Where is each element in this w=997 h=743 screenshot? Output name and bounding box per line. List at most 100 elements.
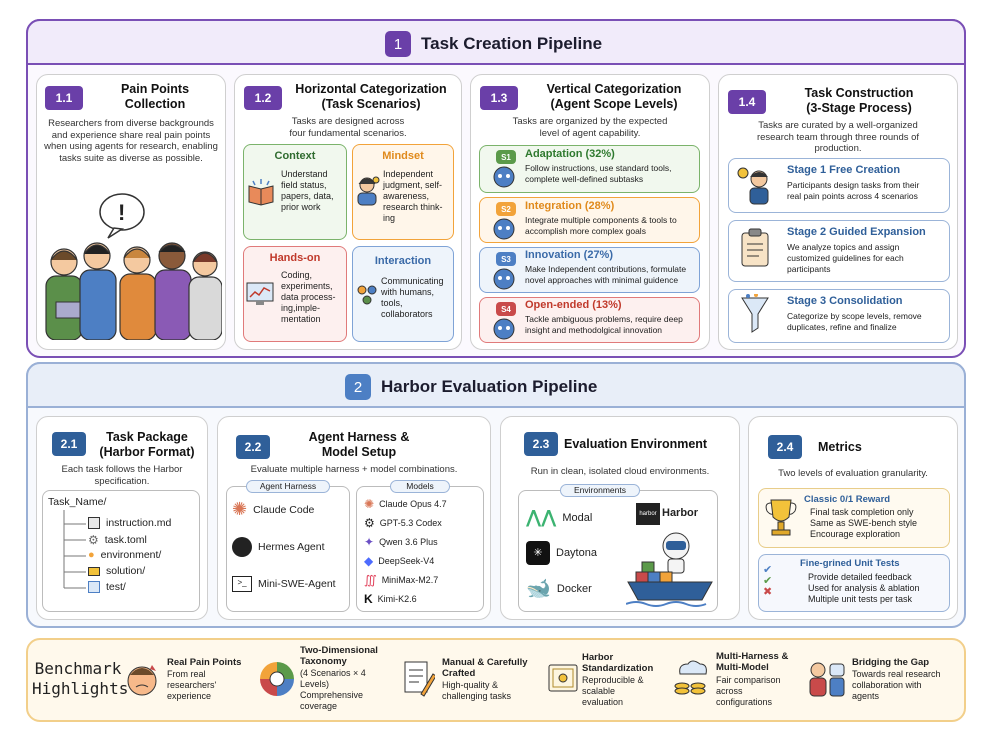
- cross-icon: ✖: [763, 586, 773, 598]
- card-number-badge: 2.3: [524, 432, 558, 456]
- level-description: Tackle ambiguous problems, require deep …: [525, 314, 683, 335]
- card-title: Task Package (Harbor Format): [99, 430, 195, 459]
- stage-description: Participants design tasks from their rea…: [787, 180, 920, 201]
- card-title: Pain Points Collection: [120, 82, 190, 111]
- book-icon: [248, 179, 274, 206]
- metric-classic-reward: [758, 488, 950, 548]
- robot-icon: [493, 166, 515, 188]
- minimax-logo-icon: ∭: [364, 573, 377, 587]
- claude-logo-icon: ✺: [232, 499, 248, 519]
- level-name: Innovation (27%): [525, 249, 614, 261]
- document-pen-icon: [404, 661, 435, 697]
- stage-name: Stage 2 Guided Expansion: [787, 226, 926, 238]
- trophy-icon: [765, 499, 797, 536]
- card-title: Vertical Categorization (Agent Scope Lev…: [546, 82, 682, 111]
- section-title: Task Creation Pipeline: [421, 34, 603, 53]
- file-tree-root: Task_Name/: [48, 496, 107, 508]
- highlight-description: From real researchers' experience: [167, 669, 217, 701]
- card-description: Tasks are designed across four fundament…: [289, 116, 407, 139]
- qwen-logo-icon: ✦: [364, 535, 375, 549]
- level-description: Follow instructions, use standard tools,…: [525, 163, 672, 184]
- level-tag: S4: [496, 302, 516, 316]
- task-creation-title: 1 Task Creation Pipeline: [385, 31, 602, 57]
- model-item: ✦Qwen 3.6 Plus: [364, 535, 438, 549]
- card-title: Task Construction (3-Stage Process): [804, 86, 914, 115]
- file-item: ⚙task.toml: [88, 533, 147, 547]
- stage-name: Stage 3 Consolidation: [787, 295, 903, 307]
- card-number-badge: 1.1: [45, 86, 83, 110]
- section-number-badge: 1: [385, 31, 411, 57]
- cloud-coins-icon: [674, 660, 707, 695]
- gear-icon: ⚙: [88, 533, 99, 547]
- metric-line: Final task completion only: [810, 507, 914, 517]
- card-description: Each task follows the Harbor specificati…: [61, 464, 183, 487]
- highlight-name: Bridging the Gap: [852, 657, 930, 668]
- environment-item: 🐋Docker: [526, 578, 592, 600]
- section-number-badge: 2: [345, 374, 371, 400]
- highlight-description: Fair comparison across configurations: [716, 675, 781, 707]
- claude-logo-icon: ✺: [364, 497, 375, 511]
- card-number-badge: 2.1: [52, 432, 86, 456]
- task-creation-header-bar: [26, 19, 966, 65]
- metric-line: Same as SWE-bench style: [810, 518, 918, 528]
- card-title: Horizontal Categorization (Task Scenario…: [295, 82, 447, 111]
- hermes-logo-icon: [232, 537, 252, 557]
- metric-line: Used for analysis & ablation: [808, 583, 920, 593]
- robot-icon: [493, 268, 515, 290]
- metric-line: Provide detailed feedback: [808, 572, 912, 582]
- highlight-description: Towards real research collaboration with…: [852, 669, 941, 701]
- card-description: Researchers from diverse backgrounds and…: [44, 118, 218, 164]
- card-number-badge: 1.4: [728, 90, 766, 114]
- idea-person-icon: [737, 167, 769, 205]
- scenario-name: Mindset: [382, 150, 424, 162]
- frustrated-face-icon: [127, 665, 157, 696]
- researchers-group-illustration: !: [45, 193, 222, 340]
- models-panel: [356, 486, 484, 612]
- models-panel-label: Models: [390, 480, 450, 493]
- highlight-name: Two-Dimensional Taxonomy: [300, 645, 378, 667]
- highlight-description: Reproducible & scalable evaluation: [582, 675, 644, 707]
- file-item: solution/: [88, 565, 145, 577]
- check-icon: ✔: [763, 564, 773, 576]
- robot-icon: [493, 218, 515, 240]
- highlight-name: Multi-Harness & Multi-Model: [716, 651, 789, 673]
- card-description: Tasks are organized by the expected leve…: [512, 116, 668, 139]
- level-description: Integrate multiple components & tools to…: [525, 215, 677, 236]
- level-tag: S1: [496, 150, 516, 164]
- kimi-logo-icon: K: [364, 592, 373, 606]
- docker-logo-icon: 🐋: [526, 578, 551, 600]
- card-number-badge: 2.4: [768, 435, 802, 459]
- card-title: Metrics: [818, 440, 862, 454]
- scenario-description: Coding, experiments, data process- ing,i…: [281, 270, 336, 324]
- taxonomy-wheel-icon: [260, 662, 294, 696]
- level-name: Open-ended (13%): [525, 299, 622, 311]
- highlights-title: Benchmark Highlights: [32, 659, 129, 698]
- clipboard-icon: [741, 228, 769, 267]
- modal-logo-icon: ⋀⋀: [526, 507, 557, 527]
- file-item: instruction.md: [88, 517, 171, 529]
- terminal-icon: >_: [232, 576, 252, 592]
- chart-screen-icon: [246, 282, 274, 305]
- document-icon: [88, 517, 100, 529]
- human-robot-icon: [809, 662, 845, 697]
- card-number-badge: 1.2: [244, 86, 282, 110]
- tree-connector-lines: [63, 510, 86, 589]
- highlight-name: Harbor Standardization: [582, 652, 654, 674]
- svg-text:!: !: [118, 200, 125, 225]
- harbor-logo: harbor: [636, 503, 660, 525]
- stage-name: Stage 1 Free Creation: [787, 164, 901, 176]
- card-title: Agent Harness & Model Setup: [308, 430, 410, 459]
- level-name: Adaptation (32%): [525, 148, 615, 160]
- card-description: Two levels of evaluation granularity.: [778, 468, 928, 479]
- model-item: ✺Claude Opus 4.7: [364, 497, 447, 511]
- harness-item: ✺Claude Code: [232, 499, 315, 519]
- harbor-label: Harbor: [662, 507, 699, 519]
- level-tag: S3: [496, 252, 516, 266]
- card-description: Evaluate multiple harness + model combin…: [250, 464, 458, 475]
- scenario-description: Understand field status, papers, data, p…: [281, 169, 334, 212]
- card-number-badge: 2.2: [236, 435, 270, 459]
- scenario-name: Interaction: [374, 255, 432, 267]
- highlight-name: Real Pain Points: [167, 657, 242, 668]
- scenario-name: Context: [274, 150, 316, 162]
